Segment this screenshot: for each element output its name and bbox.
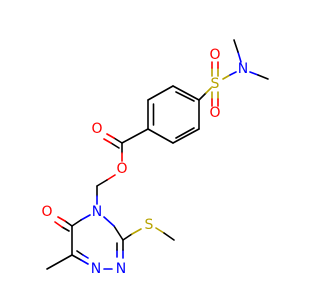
bond-ring-inner-top: [175, 91, 195, 102]
bond-ester-o-ch2-c: [96, 179, 108, 187]
bond-n-methyl-right: [257, 74, 269, 80]
bond-carbonyl-a-c: [113, 137, 123, 144]
bond-carbonyl-b-o: [103, 138, 112, 144]
ring-keto-o-label: O: [41, 204, 52, 220]
bond-s-methyl-c: [163, 232, 175, 241]
bond-ring-sulfonyl: [198, 92, 207, 101]
ester-group: O O: [91, 121, 149, 187]
bond-carbonyl-a-o: [106, 133, 115, 139]
bond-n4-c5-n: [80, 214, 91, 221]
bond-n-methyl-right-n: [249, 71, 259, 76]
bond-c3-s-c: [122, 233, 133, 241]
bond-carbonyl-b-c: [110, 142, 120, 149]
bond-ring-inner-bottom: [175, 127, 195, 139]
bond-s-methyl-s: [155, 227, 165, 234]
ring-n1-label: N: [91, 261, 101, 277]
benzene-ring: [147, 85, 200, 144]
ring-n2-label: N: [116, 261, 126, 277]
bond-ring-carbonyl-c: [121, 128, 149, 144]
sulfonyl-o-top-label: O: [209, 47, 220, 63]
bond-c6-n1-n: [80, 259, 89, 265]
bond-c5-o-b-c: [61, 226, 70, 232]
bond-c6-n1-inner-n: [82, 254, 89, 259]
bond-s-n-n-half: [229, 71, 237, 76]
ester-o-label: O: [116, 161, 127, 177]
bond-ester-o-ch2-o: [106, 174, 116, 181]
bond-n-methyl-up-n: [237, 51, 242, 63]
sulfonyl-o-bottom-label: O: [209, 105, 220, 121]
bond-c6-n1-c: [71, 254, 82, 261]
bond-c5-o-a-o: [57, 216, 66, 222]
bond-c3-n4-n: [103, 216, 115, 227]
bond-c5-o-a-c: [64, 220, 73, 227]
thioether-s-label: S: [145, 217, 154, 233]
bond-n-methyl-up: [233, 39, 239, 53]
bond-ring-c2-c3: [147, 128, 174, 144]
sulfonyl-s-label: S: [211, 76, 220, 92]
bond-ring-c5-c6: [172, 85, 200, 101]
bond-ring-c3-c4: [172, 128, 200, 144]
carbonyl-o-label: O: [91, 121, 102, 137]
bond-c3-s-s: [131, 228, 142, 235]
bond-ring-c6-c1: [147, 85, 174, 101]
ring-n4-label: N: [92, 204, 102, 220]
molecule-structure-diagram: S O O N O O: [41, 39, 269, 277]
bond-c6-methyl: [46, 254, 73, 270]
bond-c6-n1-inner-c: [76, 250, 84, 256]
bond-c3-n4-c: [113, 225, 124, 241]
bond-ring-sulfonyl-s-half: [205, 87, 212, 94]
bond-s-n-s-half: [222, 74, 231, 80]
sulfonamide-n-label: N: [238, 61, 248, 77]
bond-n4-c5-c: [71, 219, 82, 227]
triazinone-ring: O N N N S: [41, 204, 175, 277]
bond-c5-o-b-o: [54, 221, 63, 228]
sulfonamide-group: S O O N: [198, 39, 269, 121]
